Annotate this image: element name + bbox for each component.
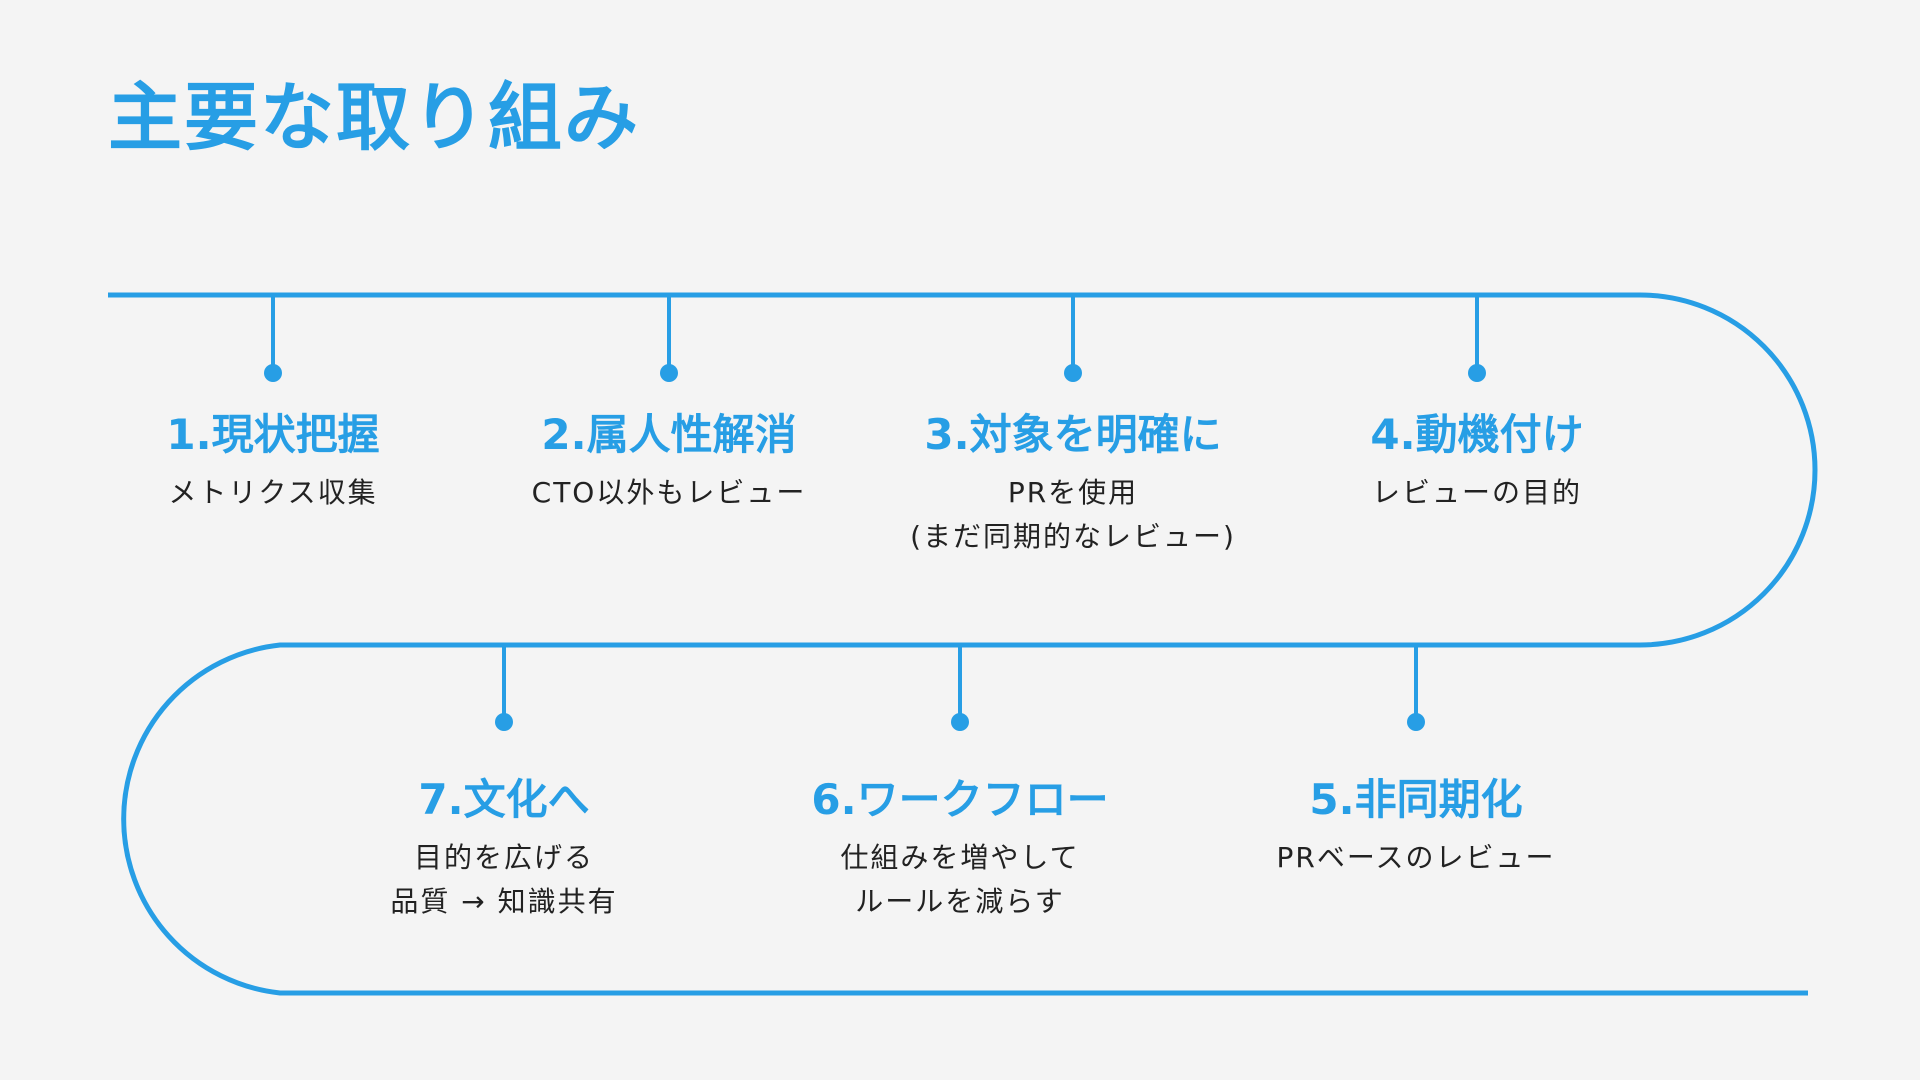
milestone-dot-5 [1407,713,1425,731]
step-title: 3.対象を明確に [924,410,1222,459]
connector-1 [264,295,282,382]
step-3: 3.対象を明確に PRを使用 (まだ同期的なレビュー) [863,410,1283,559]
step-description-line: ルールを減らす [855,885,1065,919]
step-description: CTO以外もレビュー [459,471,879,515]
step-5: 5.非同期化 PRベースのレビュー [1206,775,1626,880]
step-description-line: 仕組みを増やして [840,841,1080,875]
step-description: PRを使用 (まだ同期的なレビュー) [863,471,1283,559]
milestone-dot-2 [660,364,678,382]
milestone-dot-7 [495,713,513,731]
step-description-line: メトリクス収集 [168,476,378,510]
step-description: PRベースのレビュー [1206,836,1626,880]
step-description-line: 品質 → 知識共有 [390,885,618,919]
connector-5 [1407,645,1425,731]
step-title: 1.現状把握 [166,410,380,459]
step-description-line: (まだ同期的なレビュー) [910,520,1236,554]
connector-4 [1468,295,1486,382]
milestone-dot-3 [1064,364,1082,382]
step-description-line: CTO以外もレビュー [531,476,807,510]
step-description-line: 目的を広げる [413,841,594,875]
step-description: 仕組みを増やして ルールを減らす [750,836,1170,924]
step-description-line: レビューの目的 [1371,476,1582,510]
milestone-dot-6 [951,713,969,731]
step-title: 6.ワークフロー [811,775,1109,824]
step-description-line: PRベースのレビュー [1276,841,1556,875]
step-title: 5.非同期化 [1309,775,1523,824]
connector-2 [660,295,678,382]
step-2: 2.属人性解消 CTO以外もレビュー [459,410,879,515]
step-description-line: PRを使用 [1007,476,1139,510]
milestone-dot-4 [1468,364,1486,382]
milestone-dot-1 [264,364,282,382]
step-7: 7.文化へ 目的を広げる 品質 → 知識共有 [294,775,714,924]
step-4: 4.動機付け レビューの目的 [1267,410,1687,515]
step-title: 2.属人性解消 [541,410,797,459]
step-6: 6.ワークフロー 仕組みを増やして ルールを減らす [750,775,1170,924]
connector-7 [495,645,513,731]
connector-6 [951,645,969,731]
page-title: 主要な取り組み [108,75,640,161]
roadmap-line [108,292,1818,996]
step-title: 4.動機付け [1370,410,1584,459]
step-1: 1.現状把握 メトリクス収集 [63,410,483,515]
connector-3 [1064,295,1082,382]
step-title: 7.文化へ [418,775,590,824]
step-description: 目的を広げる 品質 → 知識共有 [294,836,714,924]
step-description: メトリクス収集 [63,471,483,515]
step-description: レビューの目的 [1267,471,1687,515]
